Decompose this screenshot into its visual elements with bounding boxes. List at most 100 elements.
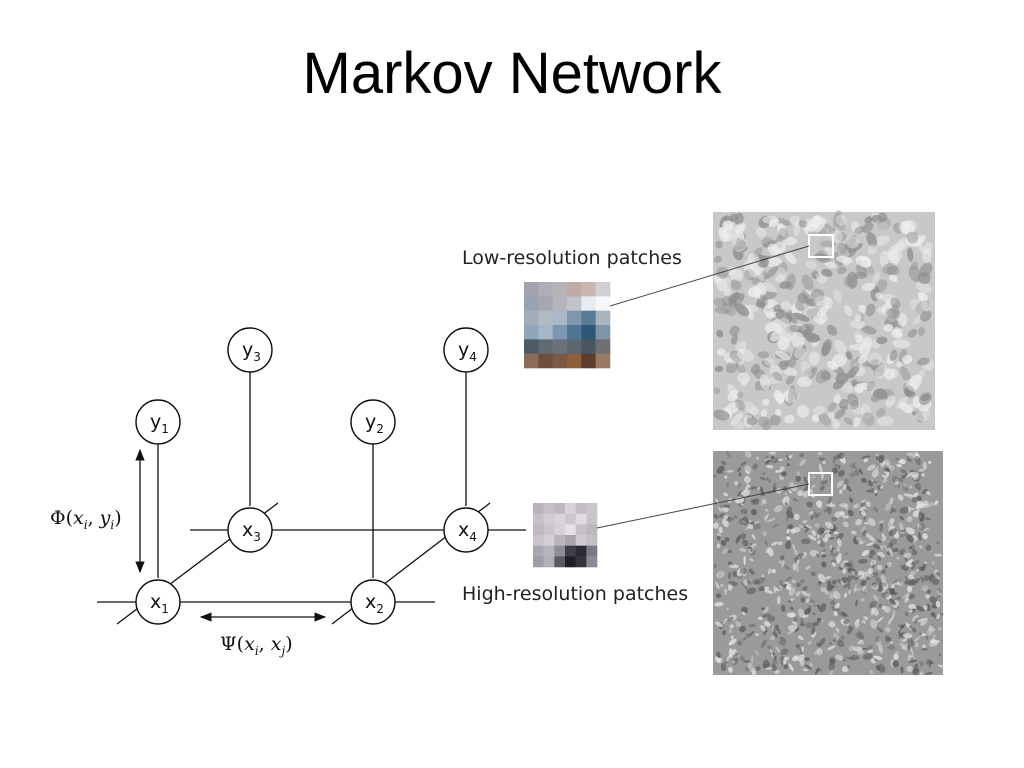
node-y2: y2 (350, 399, 396, 445)
page-title: Markov Network (302, 41, 722, 106)
patch-pixel (567, 339, 582, 354)
psi-potential-label: Ψ(xi, xj) (220, 633, 293, 658)
node-x4-label: x4 (458, 519, 477, 544)
patch-pixel (552, 353, 568, 369)
patch-pixel (533, 535, 544, 546)
patch-pixel (567, 310, 582, 326)
node-y2-label: y2 (365, 411, 384, 436)
patch-pixel (524, 339, 539, 354)
patch-pixel (552, 339, 568, 354)
node-x3-label: x3 (242, 519, 261, 544)
patch-pixel (524, 353, 539, 369)
patch-pixel (552, 310, 568, 326)
patch-pixel (575, 556, 587, 568)
patch-pixel (595, 325, 611, 340)
patch-pixel (552, 296, 568, 311)
patch-pixel (565, 545, 576, 557)
low-resolution-texture-image (713, 210, 935, 431)
low-resolution-patch (524, 282, 611, 369)
patch-pixel (533, 545, 544, 557)
patch-pixel (595, 296, 611, 311)
patch-pixel (533, 556, 544, 568)
high-patch-connector (596, 483, 810, 529)
patch-pixel (524, 325, 539, 340)
node-x1-label: x1 (150, 591, 169, 616)
patch-pixel (575, 524, 587, 536)
patch-pixel (581, 339, 596, 354)
patch-pixel (575, 503, 587, 514)
patch-pixel (554, 503, 566, 514)
node-y3: y3 (227, 327, 273, 373)
patch-pixel (586, 556, 598, 568)
patch-pixel (538, 296, 553, 311)
patch-pixel (565, 524, 576, 536)
patch-pixel (554, 545, 566, 557)
patch-pixel (554, 513, 566, 525)
patch-pixel (554, 556, 566, 568)
patch-pixel (586, 524, 598, 536)
patch-pixel (524, 296, 539, 311)
patch-pixel (533, 503, 544, 514)
node-y4-label: y4 (458, 339, 477, 364)
patch-pixel (595, 310, 611, 326)
patch-pixel (533, 513, 544, 525)
patch-pixel (581, 325, 596, 340)
patch-pixel (565, 535, 576, 546)
patch-pixel (543, 524, 555, 536)
node-y1: y1 (135, 399, 181, 445)
low-resolution-caption: Low-resolution patches (462, 247, 682, 269)
observation-edges (157, 372, 467, 578)
node-y3-label: y3 (242, 339, 261, 364)
node-y4: y4 (443, 327, 489, 373)
patch-pixel (581, 282, 596, 297)
patch-pixel (543, 556, 555, 568)
node-x2-label: x2 (365, 591, 384, 616)
patch-pixel (586, 535, 598, 546)
patch-pixel (575, 545, 587, 557)
patch-pixel (581, 296, 596, 311)
patch-pixel (581, 353, 596, 369)
high-resolution-texture-image (712, 450, 945, 678)
node-x1: x1 (135, 579, 181, 625)
patch-pixel (586, 503, 598, 514)
patch-pixel (552, 325, 568, 340)
patch-pixel (524, 310, 539, 326)
patch-pixel (554, 535, 566, 546)
node-y1-label: y1 (150, 411, 169, 436)
high-resolution-patch (533, 503, 598, 568)
patch-pixel (554, 524, 566, 536)
low-patch-connector (609, 245, 810, 307)
patch-pixel (538, 310, 553, 326)
patch-pixel (533, 524, 544, 536)
node-x4: x4 (443, 507, 489, 553)
patch-pixel (538, 282, 553, 297)
patch-pixel (538, 325, 553, 340)
patch-pixel (567, 296, 582, 311)
patch-pixel (543, 503, 555, 514)
patch-pixel (567, 353, 582, 369)
patch-pixel (565, 513, 576, 525)
patch-pixel (538, 339, 553, 354)
high-resolution-caption: High-resolution patches (462, 583, 688, 605)
patch-pixel (565, 503, 576, 514)
patch-pixel (567, 325, 582, 340)
patch-pixel (595, 353, 611, 369)
patch-pixel (565, 556, 576, 568)
patch-pixel (543, 513, 555, 525)
patch-pixel (567, 282, 582, 297)
patch-pixel (538, 353, 553, 369)
patch-pixel (595, 339, 611, 354)
node-x3: x3 (227, 507, 273, 553)
patch-pixel (543, 545, 555, 557)
patch-pixel (586, 545, 598, 557)
patch-pixel (575, 513, 587, 525)
phi-potential-label: Φ(xi, yi) (50, 507, 122, 532)
node-x2: x2 (350, 579, 396, 625)
patch-pixel (586, 513, 598, 525)
patch-pixel (543, 535, 555, 546)
patch-pixel (524, 282, 539, 297)
patch-pixel (552, 282, 568, 297)
patch-pixel (595, 282, 611, 297)
patch-pixel (581, 310, 596, 326)
